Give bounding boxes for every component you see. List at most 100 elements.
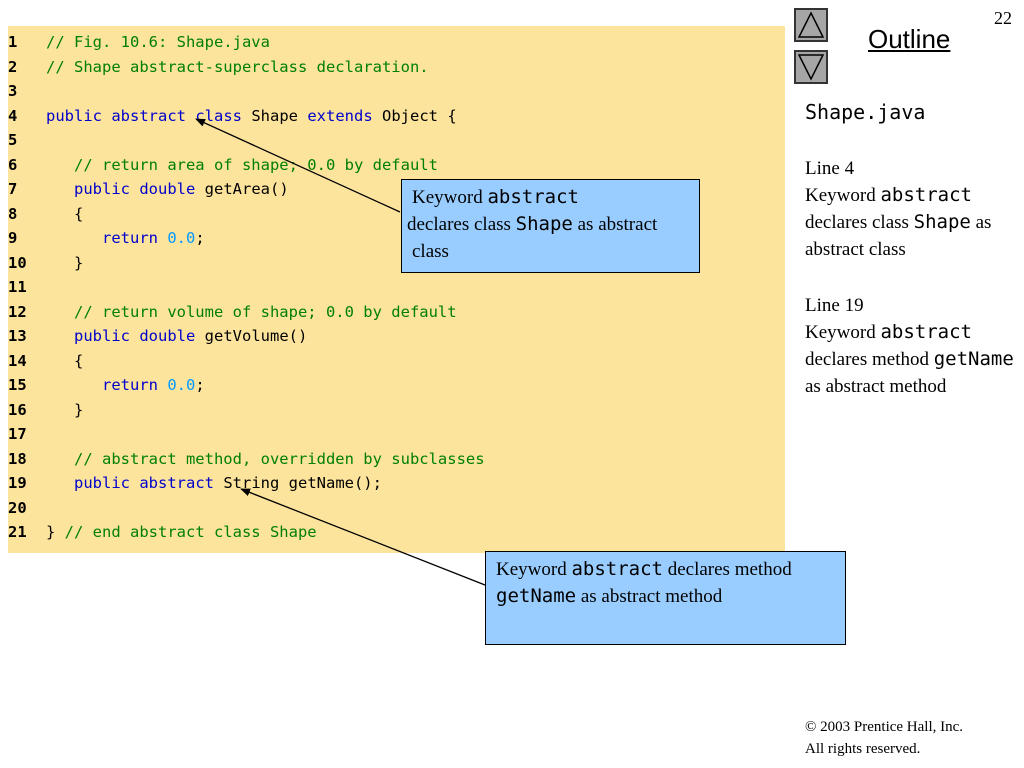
- code-token-keyword: class: [195, 106, 243, 125]
- code-token-keyword: public: [74, 180, 130, 198]
- line-number: 16: [8, 400, 27, 419]
- code-source: public abstract class Shape extends Obje…: [46, 104, 457, 128]
- copyright-line-2: All rights reserved.: [805, 741, 921, 757]
- code-token-keyword: public: [74, 474, 130, 492]
- line-number: 20: [8, 498, 27, 517]
- line-number: 18: [8, 449, 27, 468]
- code-token-comment: // end abstract class Shape: [64, 523, 317, 541]
- sidebar-note-line-19: Line 19 Keyword abstract declares method…: [805, 292, 1020, 400]
- code-source: return 0.0;: [46, 373, 205, 397]
- code-token-number: 0.0: [167, 376, 196, 394]
- triangle-up-icon: [797, 11, 825, 38]
- line-number: 3: [8, 82, 18, 100]
- note-text: as abstract class: [805, 212, 992, 260]
- line-number: 11: [8, 278, 27, 296]
- sidebar-file-name: Shape.java: [805, 100, 926, 124]
- outline-link[interactable]: Outline: [868, 24, 951, 54]
- note-text: Keyword: [805, 322, 881, 343]
- code-token-plain: getArea(): [195, 180, 289, 198]
- code-token-keyword: public: [46, 106, 102, 125]
- code-token-plain: [102, 107, 111, 125]
- code-keyword: abstract: [571, 558, 663, 580]
- code-token-keyword: double: [139, 180, 196, 198]
- line-number: 10: [8, 253, 27, 272]
- code-source: }: [46, 251, 83, 275]
- previous-slide-button[interactable]: [794, 8, 828, 42]
- code-token-plain: {: [46, 204, 84, 223]
- line-number: 12: [8, 302, 27, 321]
- code-source: }: [46, 398, 83, 422]
- line-number: 7: [8, 180, 18, 198]
- copyright-line-1: 2003 Prentice Hall, Inc.: [816, 719, 964, 735]
- code-identifier: getName: [933, 348, 1014, 370]
- code-identifier: getName: [496, 585, 577, 607]
- code-keyword: abstract: [880, 321, 972, 343]
- code-token-plain: }: [46, 253, 84, 272]
- code-token-comment: // return area of shape; 0.0 by default: [46, 155, 438, 174]
- code-source: public abstract String getName();: [46, 471, 382, 495]
- code-token-plain: [46, 474, 74, 492]
- line-number: 19: [8, 474, 27, 492]
- line-number: 8: [8, 204, 18, 223]
- code-token-plain: [46, 327, 74, 345]
- code-source: {: [46, 202, 83, 226]
- code-token-keyword: extends: [307, 106, 373, 125]
- code-token-plain: ;: [195, 229, 205, 247]
- line-number: 9: [8, 229, 18, 247]
- callout-text: Keyword: [412, 187, 488, 208]
- code-token-keyword: abstract: [139, 474, 214, 492]
- page-number: 22: [994, 8, 1012, 28]
- note-text: declares method: [805, 349, 934, 370]
- callout-abstract-class: Keyword abstract declares class Shape as…: [401, 179, 700, 273]
- code-token-plain: [158, 376, 167, 394]
- note-line-ref: Line 4: [805, 158, 855, 179]
- code-token-plain: {: [46, 351, 84, 370]
- line-number: 14: [8, 351, 27, 370]
- code-keyword: abstract: [487, 186, 579, 208]
- code-token-plain: }: [46, 400, 84, 419]
- line-number: 21: [8, 523, 27, 541]
- code-source: } // end abstract class Shape: [46, 520, 317, 544]
- code-token-plain: ;: [195, 376, 205, 394]
- line-number: 5: [8, 131, 18, 149]
- code-token-plain: getVolume(): [195, 327, 308, 345]
- code-token-keyword: double: [139, 327, 196, 345]
- code-source: // Shape abstract-superclass declaration…: [46, 55, 429, 79]
- note-text: as abstract method: [805, 376, 947, 397]
- line-number: 1: [8, 33, 18, 51]
- note-text: Keyword: [805, 185, 881, 206]
- code-identifier: Shape: [913, 211, 971, 233]
- sidebar-note-line-4: Line 4 Keyword abstract declares class S…: [805, 155, 1020, 263]
- code-token-plain: [46, 229, 102, 247]
- next-slide-button[interactable]: [794, 50, 828, 84]
- code-token-plain: Object {: [372, 106, 457, 125]
- code-token-plain: [186, 107, 195, 125]
- line-number: 17: [8, 425, 27, 443]
- code-token-keyword: return: [102, 229, 158, 247]
- line-number: 4: [8, 106, 18, 125]
- code-token-plain: String getName();: [214, 474, 382, 492]
- callout-text: declares class: [407, 214, 516, 235]
- code-token-plain: Shape: [242, 106, 308, 125]
- code-source: // return volume of shape; 0.0 by defaul…: [46, 300, 457, 324]
- code-token-plain: [130, 180, 139, 198]
- code-token-comment: // abstract method, overridden by subcla…: [46, 449, 485, 468]
- code-source: {: [46, 349, 83, 373]
- code-token-plain: [46, 180, 74, 198]
- code-identifier: Shape: [515, 213, 573, 235]
- copyright-symbol: ©: [805, 719, 817, 735]
- code-token-comment: // return volume of shape; 0.0 by defaul…: [46, 302, 457, 321]
- code-source: // return area of shape; 0.0 by default: [46, 153, 438, 177]
- line-number: 15: [8, 376, 27, 394]
- code-token-keyword: public: [74, 327, 130, 345]
- note-text: declares class: [805, 212, 914, 233]
- code-source: // abstract method, overridden by subcla…: [46, 447, 485, 471]
- line-number: 13: [8, 327, 27, 345]
- line-number: 2: [8, 57, 18, 76]
- callout-abstract-method: Keyword abstract declares method getName…: [485, 551, 846, 645]
- copyright: © 2003 Prentice Hall, Inc. All rights re…: [805, 716, 963, 760]
- code-token-plain: [158, 229, 167, 247]
- code-keyword: abstract: [880, 184, 972, 206]
- code-token-plain: }: [46, 523, 65, 541]
